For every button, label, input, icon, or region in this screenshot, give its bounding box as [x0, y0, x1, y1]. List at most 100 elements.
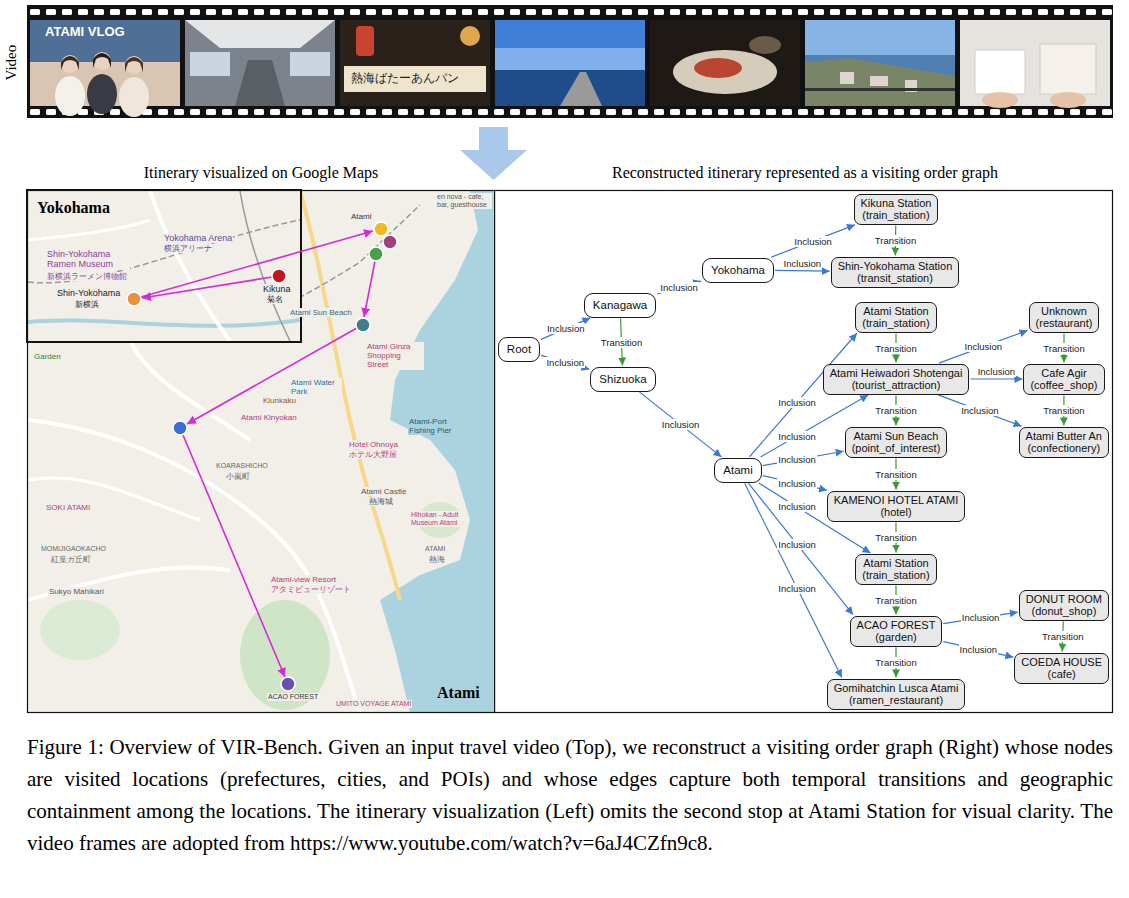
map-label: Atami Ginza Shopping Street: [366, 342, 424, 370]
poi-node: Kikuna Station(train_station): [854, 194, 939, 225]
node-label: Kanagawa: [593, 299, 647, 312]
node-label: KAMENOI HOTEL ATAMI: [834, 494, 958, 507]
inclusion-edge: [750, 333, 857, 456]
node-label: Atami Station: [862, 557, 929, 570]
map-label: 新横浜ラーメン博物館: [46, 272, 128, 281]
frame-text: 熱海ばたーあんパン: [350, 72, 460, 86]
inclusion-edge: [970, 378, 1022, 379]
node-label: COEDA HOUSE: [1021, 656, 1102, 669]
map-label: ATAMI: [424, 545, 446, 553]
map-label: Kiunkaku: [262, 396, 297, 405]
node-label: Gomihatchin Lusca Atami: [834, 682, 959, 695]
poi-node: Gomihatchin Lusca Atami(ramen_restaurant…: [827, 679, 966, 710]
node-label: (train_station): [862, 569, 929, 582]
poi-node: Unknown(restaurant): [1029, 302, 1100, 333]
inclusion-edge: [943, 612, 1017, 624]
inclusion-edge: [943, 642, 1013, 658]
edge-label: Inclusion: [964, 341, 1004, 352]
film-strip: [27, 5, 1113, 118]
node-label: DONUT ROOM: [1026, 593, 1102, 606]
node-label: Root: [507, 343, 531, 356]
inclusion-edge: [771, 225, 855, 257]
inclusion-edge: [763, 451, 844, 465]
map-label: UMITO VOYAGE ATAMI: [335, 700, 412, 708]
map-label: KOARASHICHO: [215, 462, 269, 470]
edge-label: Inclusion: [777, 431, 817, 442]
node-label: (garden): [857, 631, 936, 644]
node-label: (transit_station): [838, 272, 953, 285]
poi-node: DONUT ROOM(donut_shop): [1019, 590, 1109, 621]
edge-label: Transition: [600, 337, 643, 348]
frame-text: ATAMI VLOG: [44, 25, 126, 40]
map-label: ホテル大野屋: [348, 450, 398, 459]
inclusion-edge: [541, 355, 589, 369]
edge-label: Inclusion: [961, 612, 1001, 623]
node-label: Shin-Yokohama Station: [838, 260, 953, 273]
map-label: Atami Castle: [360, 487, 407, 496]
node-label: (train_station): [862, 317, 929, 330]
inset-map: [27, 190, 301, 342]
edge-label: Transition: [874, 343, 917, 354]
node-label: (cafe): [1021, 668, 1102, 681]
edge-label: Inclusion: [661, 419, 701, 430]
map-panel: [28, 191, 495, 713]
poi-node: Shin-Yokohama Station(transit_station): [831, 257, 960, 288]
edge-label: Transition: [1042, 343, 1085, 354]
inclusion-edge: [640, 392, 722, 457]
map-pins: [127, 222, 397, 691]
map-label: Shin-Yokohama: [56, 288, 121, 298]
inclusion-edge: [763, 476, 827, 491]
map-label: Atami: [350, 212, 372, 221]
map-label: Yokohama Arena: [163, 233, 233, 243]
node-label: Atami Station: [862, 305, 929, 318]
map-label: 横浜アリーナ: [163, 244, 213, 253]
edge-label: Transition: [874, 469, 917, 480]
region-node: Kanagawa: [584, 293, 656, 318]
edge-label: Transition: [874, 405, 917, 416]
poi-node: Atami Station(train_station): [855, 554, 936, 585]
node-label: (train_station): [861, 209, 932, 222]
map-label: Atami-view Resort: [270, 575, 337, 584]
map-label: SOKI ATAMI: [45, 503, 91, 512]
node-label: Unknown: [1036, 305, 1093, 318]
region-node: Root: [498, 337, 540, 362]
map-label: MOMIJIGAOKACHO: [40, 545, 107, 553]
edge-label: Transition: [874, 595, 917, 606]
map-label: en nova - cafe, bar, guesthouse: [436, 193, 492, 209]
edge-label: Inclusion: [777, 501, 817, 512]
node-label: (restaurant): [1036, 317, 1093, 330]
map-label: 熱海: [428, 555, 446, 564]
map-region-label: Yokohama: [36, 199, 111, 217]
map-label: 新横浜: [74, 300, 100, 309]
edge-label: Transition: [874, 235, 917, 246]
map-label: 小嵐町: [225, 472, 251, 481]
node-label: ACAO FOREST: [857, 619, 936, 632]
edge-label: Transition: [874, 532, 917, 543]
map-label: アタミビューリゾート: [270, 585, 352, 594]
poi-node: ACAO FOREST(garden): [850, 616, 943, 647]
map-label: Hotel Ohnoya: [348, 440, 399, 449]
edge-label: Inclusion: [777, 454, 817, 465]
map-label: Shin-Yokohama Ramen Museum: [46, 249, 130, 270]
edge-label: Inclusion: [777, 583, 817, 594]
poi-node: Atami Butter An(confectionery): [1019, 427, 1109, 458]
region-node: Yokohama: [702, 258, 774, 283]
poi-node: Cafe Agir(coffee_shop): [1023, 364, 1104, 395]
map-label: Hihokan - Adult Museum Atami: [410, 511, 467, 527]
inclusion-edge: [939, 330, 1028, 363]
poi-node: Atami Station(train_station): [855, 302, 936, 333]
map-label: Sukyo Mahikari: [48, 587, 105, 596]
node-label: Shizuoka: [599, 373, 646, 386]
inclusion-edge: [938, 395, 1021, 426]
map-label: Atami Kinyokan: [240, 413, 298, 422]
edge-label: Inclusion: [659, 282, 699, 293]
figure-caption: Figure 1: Overview of VIR-Bench. Given a…: [27, 731, 1113, 859]
node-label: (coffee_shop): [1030, 379, 1097, 392]
edge-label: Inclusion: [960, 405, 1000, 416]
edge-label: Inclusion: [777, 397, 817, 408]
node-label: (hotel): [834, 506, 958, 519]
node-label: Kikuna Station: [861, 197, 932, 210]
edge-label: Inclusion: [959, 644, 999, 655]
node-label: (ramen_restaurant): [834, 694, 959, 707]
